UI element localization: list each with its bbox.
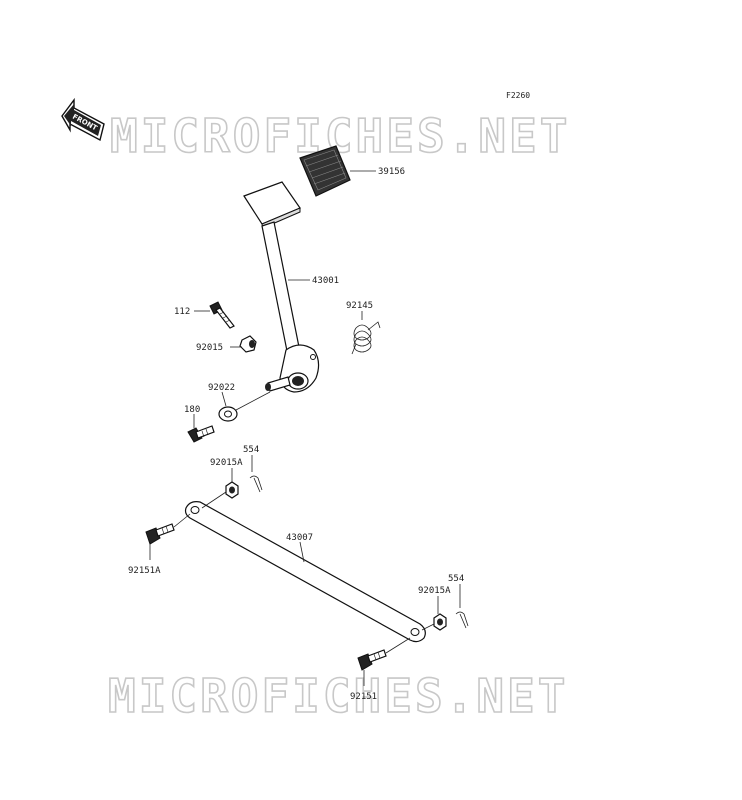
label-92015: 92015 [196, 343, 223, 353]
spring-92145 [351, 321, 381, 355]
cotter-pin-554-upper [249, 475, 263, 493]
brake-rod-43007 [184, 501, 426, 643]
label-92015a-lower: 92015A [418, 586, 451, 596]
label-92151a: 92151A [128, 566, 161, 576]
label-43001: 43001 [312, 276, 339, 286]
figure-code: F2260 [506, 91, 530, 100]
label-92151: 92151 [350, 692, 377, 702]
cotter-pin-554-lower [455, 611, 469, 629]
pedal-pad-rubber [299, 145, 351, 197]
label-112: 112 [174, 307, 190, 317]
bolt-92151a [145, 523, 175, 545]
label-92022: 92022 [208, 383, 235, 393]
label-554-upper: 554 [243, 445, 259, 455]
bolt-92151 [357, 649, 387, 671]
nut-92015a-lower [433, 613, 447, 631]
label-39156: 39156 [378, 167, 405, 177]
label-43007: 43007 [286, 533, 313, 543]
bolt-112 [209, 301, 235, 329]
label-92145: 92145 [346, 301, 373, 311]
brake-pedal [243, 181, 320, 393]
nut-92015a-upper [225, 481, 239, 499]
bolt-180 [187, 425, 215, 443]
label-92015a-upper: 92015A [210, 458, 243, 468]
watermark-bottom: MICROFICHES.NET [108, 669, 568, 723]
front-arrow-icon: FRONT [61, 97, 105, 142]
washer-92022 [218, 406, 238, 422]
nut-92015 [239, 335, 257, 353]
label-180: 180 [184, 405, 200, 415]
label-554-lower: 554 [448, 574, 464, 584]
